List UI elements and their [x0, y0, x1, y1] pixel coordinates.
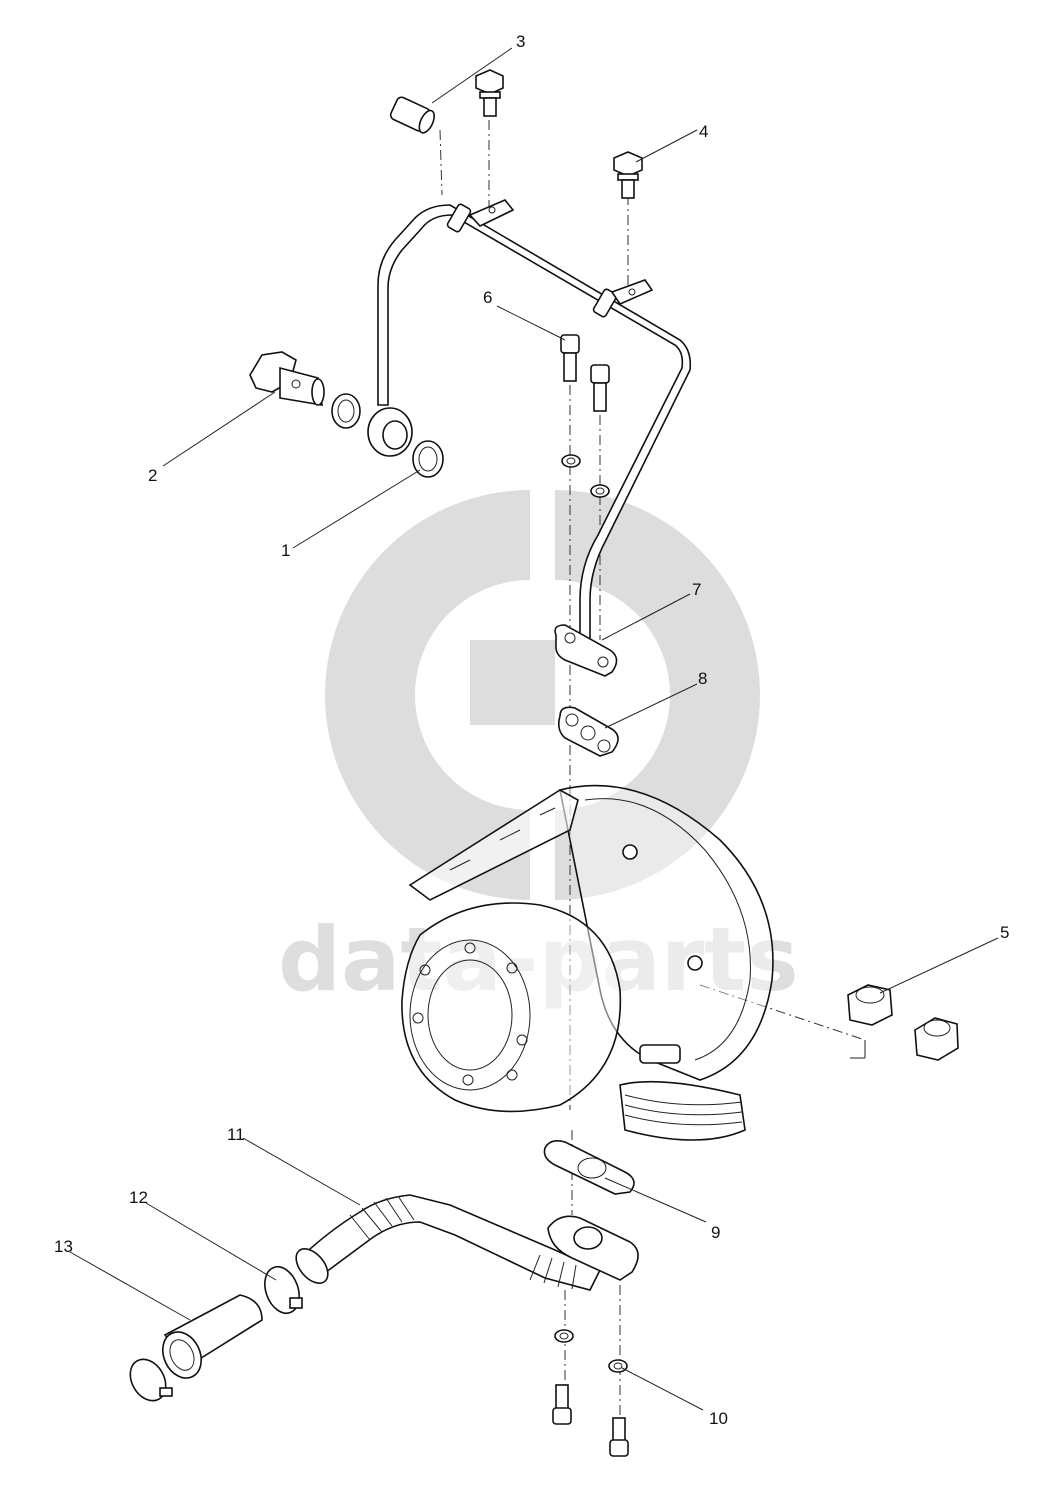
oil-feed-pipe	[367, 199, 692, 677]
callout-6: 6	[483, 288, 492, 307]
sleeve-part-3	[389, 96, 435, 134]
leader-lines	[69, 47, 999, 1411]
callout-11: 11	[227, 1125, 245, 1144]
callout-4: 4	[699, 122, 708, 141]
flange-bolt-top	[475, 69, 504, 117]
nut-5b	[914, 1017, 959, 1061]
callout-10: 10	[709, 1409, 728, 1428]
callout-2: 2	[148, 466, 157, 485]
turbocharger	[401, 784, 774, 1141]
cap-screw-6b	[590, 364, 610, 412]
banjo-bolt-2	[249, 351, 325, 406]
callout-13: 13	[54, 1237, 73, 1256]
watermark-logo-icon	[325, 490, 760, 900]
callout-labels: 1 2 3 4 5 6 7 8 9 10 11 12 13	[54, 32, 1009, 1428]
callout-8: 8	[698, 669, 707, 688]
cap-screw-6a	[560, 334, 580, 382]
callout-5: 5	[1000, 923, 1009, 942]
callout-9: 9	[711, 1223, 720, 1242]
flange-bolt-4	[613, 151, 643, 199]
callout-12: 12	[129, 1188, 148, 1207]
callout-3: 3	[516, 32, 525, 51]
oil-return-assembly	[129, 1140, 639, 1457]
callout-1: 1	[281, 541, 290, 560]
top-small-parts	[249, 69, 643, 757]
callout-7: 7	[692, 580, 701, 599]
nut-5a	[847, 984, 893, 1026]
